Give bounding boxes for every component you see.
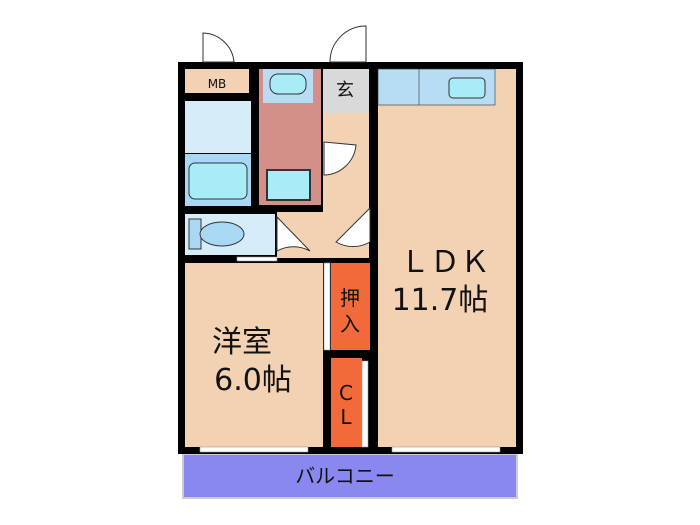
genkan-room [323,69,369,113]
oshiire-label-top: 押 [340,286,360,310]
ldk-label: ＬＤＫ [400,245,490,280]
sliding-door-cl [361,360,369,448]
window-western [199,446,309,453]
door-rail [236,256,278,262]
door-entrance-icon [329,25,367,63]
western-room-label: 洋室 [212,325,272,360]
genkan-label: 玄 [336,80,354,101]
door-mb-icon [202,32,235,63]
western-room [185,263,323,447]
ldk-room [378,69,516,447]
mb-label: MB [208,77,227,91]
toilet-bowl-icon [199,221,245,247]
toilet-tank-icon [188,218,202,250]
door-toilet-icon [276,215,311,252]
sink-icon [269,73,307,95]
balcony [182,453,518,499]
washing-machine-icon [266,169,311,201]
cl-label-top: C [339,381,353,405]
door-ldk-icon [335,206,371,248]
oshiire-closet [331,263,370,350]
oshiire-label-bottom: 入 [340,312,360,336]
sliding-door-oshiire [323,262,331,351]
cl-label-bottom: L [340,405,352,429]
window-ldk [391,446,501,453]
bathtub-icon [188,162,248,200]
door-washroom-icon [323,141,357,176]
western-room-size: 6.0帖 [214,363,292,398]
stove-icon [448,77,486,99]
bathroom [185,101,251,153]
cl-closet [331,358,362,447]
mb-room [185,69,249,93]
balcony-label: バルコニー [295,464,395,488]
ldk-size: 11.7帖 [392,283,489,318]
